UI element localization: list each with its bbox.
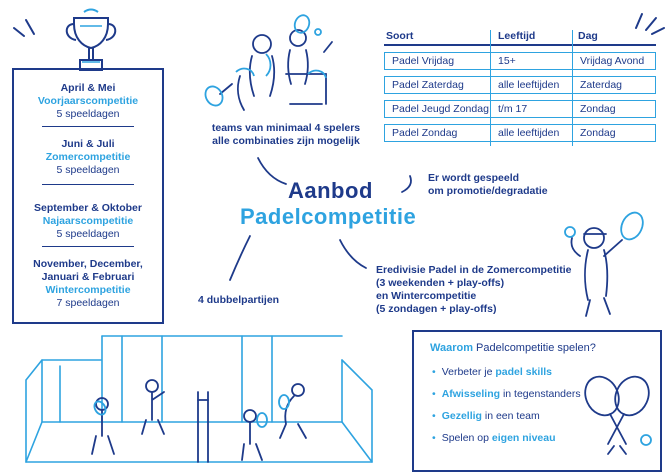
eredivisie-note: Eredivisie Padel in de Zomercompetitie (… — [376, 264, 571, 316]
promotion-note-line1: Er wordt gespeeld — [428, 172, 520, 184]
eredivisie-note-line4: (5 zondagen + play-offs) — [376, 303, 497, 315]
teams-note-line1: teams van minimaal 4 spelers — [211, 122, 361, 134]
why-item: • Verbeter je padel skills — [432, 366, 552, 378]
season-months-line1: November, December, — [33, 258, 143, 270]
doubles-note: 4 dubbelpartijen — [198, 294, 280, 306]
season-competition: Voorjaarscompetitie — [37, 95, 139, 107]
why-item-post: in een team — [481, 410, 540, 422]
season-winter: November, December, Januari & Februari W… — [14, 258, 162, 310]
title-line2: Padelcompetitie — [240, 204, 417, 229]
eredivisie-note-line2: (3 weekenden + play-offs) — [376, 277, 505, 289]
team-players-illustration — [204, 14, 333, 111]
why-item-highlight: Afwisseling — [441, 388, 501, 400]
padel-court-illustration — [25, 335, 373, 463]
divider — [42, 184, 134, 185]
teams-note: teams van minimaal 4 spelers alle combin… — [206, 122, 366, 148]
eredivisie-note-line3: en Wintercompetitie — [376, 290, 477, 302]
season-months-line2: Januari & Februari — [41, 271, 135, 283]
table-header-type: Soort — [386, 30, 414, 42]
schedule-panel: April & Mei Voorjaarscompetitie 5 speeld… — [12, 68, 164, 324]
season-competition: Najaarscompetitie — [42, 215, 134, 227]
why-title-highlight: Waarom — [430, 342, 473, 354]
table-header-day: Dag — [578, 30, 598, 42]
table-cell: Padel Zaterdag — [392, 79, 464, 91]
table-cell: Zondag — [580, 103, 616, 115]
eredivisie-note-line1: Eredivisie Padel in de Zomercompetitie — [376, 264, 572, 276]
season-months: Juni & Juli — [61, 138, 115, 150]
table-cell: Zondag — [580, 127, 616, 139]
season-days: 5 speeldagen — [56, 228, 120, 240]
table-row — [384, 124, 656, 142]
why-item-highlight: Gezellig — [441, 410, 482, 422]
title-line1: Aanbod — [288, 178, 373, 203]
table-cell: Vrijdag Avond — [580, 55, 645, 67]
why-item-post: in tegenstanders — [500, 388, 581, 400]
season-summer: Juni & Juli Zomercompetitie 5 speeldagen — [14, 138, 162, 177]
season-competition: Zomercompetitie — [45, 151, 131, 163]
bullet-icon: • — [432, 366, 436, 378]
bullet-icon: • — [432, 388, 436, 400]
table-cell: t/m 17 — [498, 103, 528, 115]
trophy-icon — [65, 8, 117, 71]
bullet-icon: • — [432, 432, 436, 444]
season-competition: Wintercompetitie — [45, 284, 131, 296]
offer-table: Soort Leeftijd Dag Padel Vrijdag 15+ Vri… — [384, 30, 656, 146]
table-cell: Zaterdag — [580, 79, 623, 91]
why-title: Waarom Padelcompetitie spelen? — [430, 342, 596, 354]
table-row — [384, 100, 656, 118]
table-header-age: Leeftijd — [498, 30, 536, 42]
table-row — [384, 52, 656, 70]
season-autumn: September & Oktober Najaarscompetitie 5 … — [14, 202, 162, 241]
divider — [42, 126, 134, 127]
promotion-note-line2: om promotie/degradatie — [428, 185, 548, 197]
why-title-rest: Padelcompetitie spelen? — [473, 342, 596, 354]
table-row — [384, 76, 656, 94]
table-cell: Padel Zondag — [392, 127, 458, 139]
why-item-highlight: padel skills — [495, 366, 553, 378]
why-item: • Afwisseling in tegenstanders — [432, 388, 581, 400]
season-days: 7 speeldagen — [56, 297, 120, 309]
season-spring: April & Mei Voorjaarscompetitie 5 speeld… — [14, 82, 162, 121]
why-box: Waarom Padelcompetitie spelen? • Verbeter… — [412, 330, 662, 472]
table-header-line — [384, 44, 656, 46]
padel-player-illustration — [564, 211, 644, 317]
table-cell: alle leeftijden — [498, 79, 560, 91]
season-days: 5 speeldagen — [56, 164, 120, 176]
promotion-note: Er wordt gespeeld om promotie/degradatie — [428, 172, 548, 198]
season-days: 5 speeldagen — [56, 108, 120, 120]
decoration-strokes-icon — [635, 13, 665, 35]
decoration-strokes-icon — [13, 19, 35, 37]
season-months: April & Mei — [60, 82, 116, 94]
table-cell: Padel Vrijdag — [392, 55, 455, 67]
crossed-rackets-icon — [584, 375, 652, 455]
season-months: September & Oktober — [34, 202, 142, 214]
why-item-highlight: eigen niveau — [491, 432, 556, 444]
table-cell: alle leeftijden — [498, 127, 560, 139]
bullet-icon: • — [432, 410, 436, 422]
divider — [42, 246, 134, 247]
table-cell: 15+ — [498, 55, 516, 67]
why-item-pre: Spelen op — [441, 432, 492, 444]
why-item: • Gezellig in een team — [432, 410, 540, 422]
table-cell: Padel Jeugd Zondag — [392, 103, 489, 115]
teams-note-line2: alle combinaties zijn mogelijk — [212, 135, 360, 147]
why-item: • Spelen op eigen niveau — [432, 432, 556, 444]
why-item-pre: Verbeter je — [441, 366, 496, 378]
table-column-line — [572, 30, 573, 146]
table-column-line — [490, 30, 491, 146]
